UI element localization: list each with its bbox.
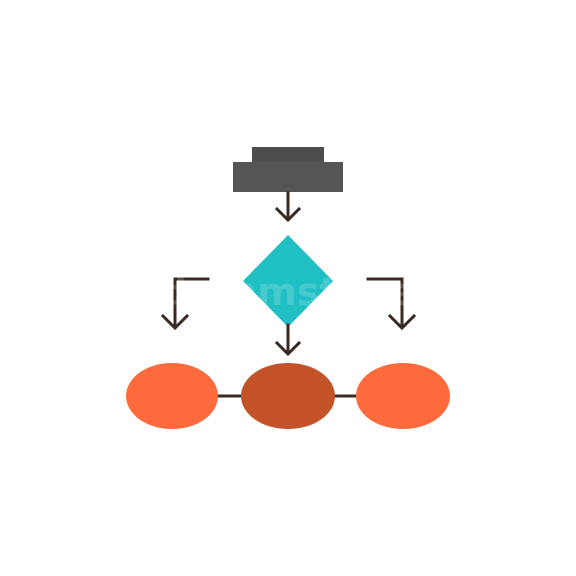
down-arrow-center [274,323,302,357]
left-ellipse-icon [126,363,218,429]
down-arrow-right [366,277,417,331]
watermark-text: dreamstime [160,270,416,314]
decision-diamond-icon [243,235,333,327]
right-ellipse-icon [356,363,450,429]
center-ellipse-icon [241,363,335,429]
start-block-icon [233,147,343,192]
down-arrow-top [274,191,302,223]
down-arrow-left [160,277,210,331]
